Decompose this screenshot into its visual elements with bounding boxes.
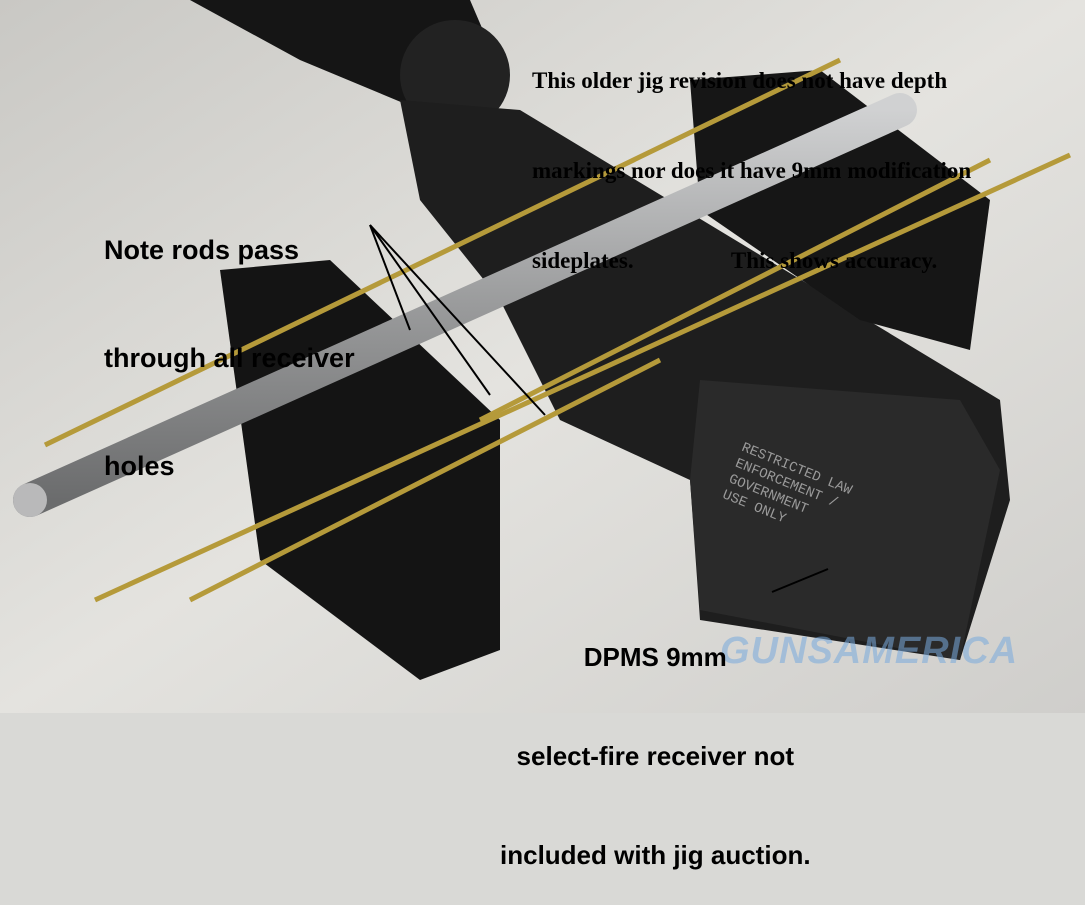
dpms-annotation: DPMS 9mm select-fire receiver not includ… xyxy=(500,575,811,905)
pointer-line xyxy=(369,224,411,331)
brass-rod xyxy=(93,152,1072,603)
brass-rod xyxy=(188,357,662,603)
pointer-line xyxy=(771,568,829,593)
brass-rod xyxy=(43,57,842,448)
magwell xyxy=(690,380,1000,660)
annotation-line: DPMS 9mm xyxy=(583,642,727,672)
steel-pin xyxy=(13,93,917,517)
steel-pin-end xyxy=(13,483,47,517)
top-annotation: This older jig revision does not have de… xyxy=(532,6,971,306)
rods-annotation: Note rods pass through all receiver hole… xyxy=(104,160,355,520)
pointer-line xyxy=(369,224,491,396)
annotation-line: sideplates. This shows accuracy. xyxy=(532,248,938,273)
photo-scene xyxy=(0,0,1085,713)
annotation-line: included with jig auction. xyxy=(500,840,811,870)
annotation-line: holes xyxy=(104,451,175,481)
watermark-logo: GUNSAMERICA xyxy=(720,630,1019,672)
annotation-line: through all receiver xyxy=(104,343,355,373)
brass-rod xyxy=(478,157,992,423)
annotation-line: Note rods pass xyxy=(104,235,300,265)
pointer-line xyxy=(369,224,546,416)
annotation-line: markings nor does it have 9mm modificati… xyxy=(532,158,972,183)
annotation-line: This older jig revision does not have de… xyxy=(532,68,948,93)
annotation-line: select-fire receiver not xyxy=(516,741,795,771)
rear-jig-plate xyxy=(690,70,990,350)
